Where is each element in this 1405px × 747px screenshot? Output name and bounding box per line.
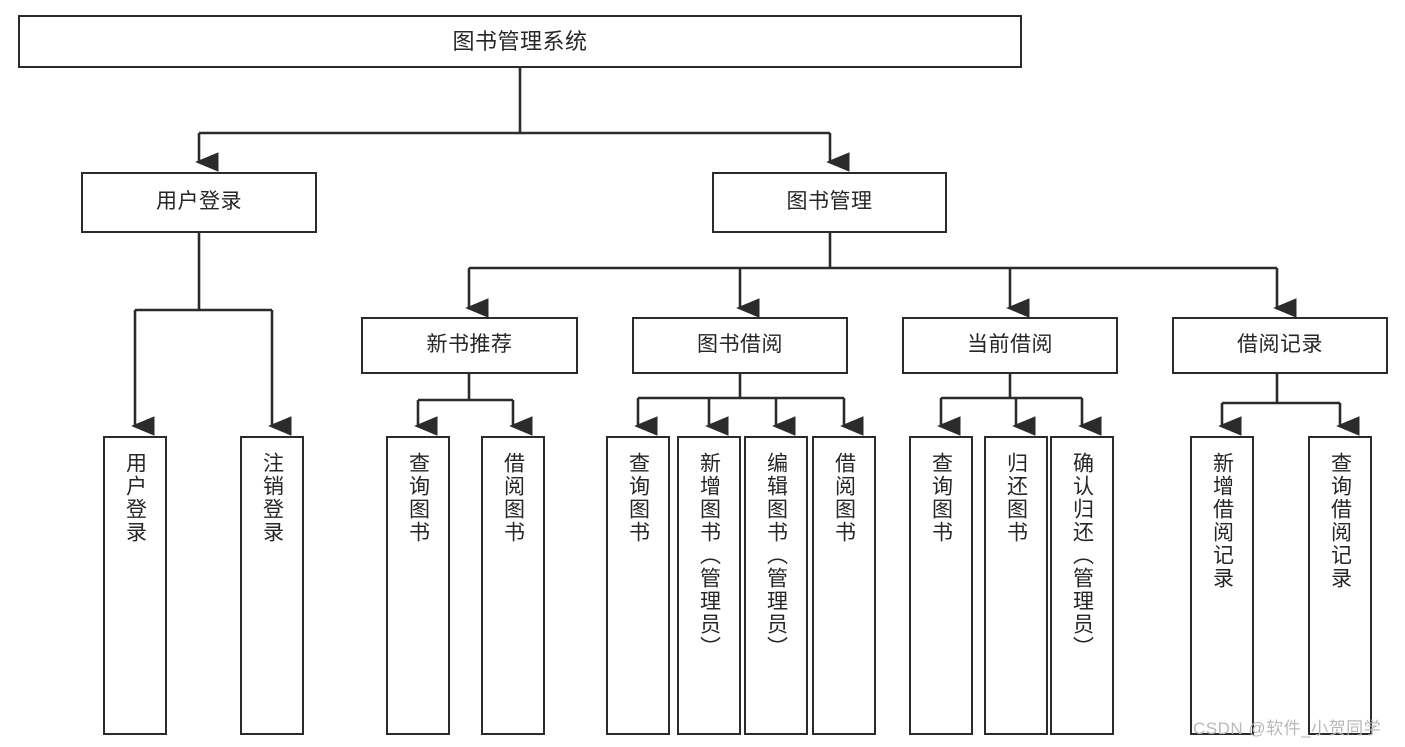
leaf-query-books-recommend[interactable]: 查询图书: [386, 436, 450, 735]
node-borrow-records[interactable]: 借阅记录: [1172, 317, 1388, 374]
leaf-query-borrow-record[interactable]: 查询借阅记录: [1308, 436, 1372, 735]
leaf-query-books-current[interactable]: 查询图书: [909, 436, 973, 735]
node-label: 注销登录: [260, 452, 284, 544]
node-label: 查询图书: [626, 452, 650, 544]
node-label: 图书借阅: [697, 333, 783, 357]
node-label: 图书管理: [786, 190, 873, 214]
node-label: 编辑图书（管理员）: [764, 452, 788, 659]
node-book-management[interactable]: 图书管理: [712, 172, 947, 233]
node-label: 用户登录: [123, 452, 147, 544]
node-label: 借阅记录: [1237, 333, 1323, 357]
node-label: 新增借阅记录: [1210, 452, 1234, 590]
node-label: 用户登录: [156, 190, 242, 214]
leaf-borrow-books-recommend[interactable]: 借阅图书: [481, 436, 545, 735]
leaf-add-borrow-record[interactable]: 新增借阅记录: [1190, 436, 1254, 735]
node-label: 归还图书: [1004, 452, 1028, 544]
leaf-logout[interactable]: 注销登录: [240, 436, 304, 735]
node-label: 借阅图书: [501, 452, 525, 544]
edges-bookmgmt-to-level3: [465, 233, 1297, 318]
node-label: 查询借阅记录: [1328, 452, 1352, 590]
node-label: 查询图书: [929, 452, 953, 544]
leaf-edit-book-admin[interactable]: 编辑图书（管理员）: [744, 436, 808, 735]
edges-userlogin-to-leaves: [131, 233, 292, 436]
leaf-confirm-return-admin[interactable]: 确认归还（管理员）: [1050, 436, 1114, 735]
csdn-watermark: CSDN @软件_小贺同学: [1193, 719, 1382, 738]
leaf-borrow-books[interactable]: 借阅图书: [812, 436, 876, 735]
node-label: 当前借阅: [967, 333, 1053, 357]
leaf-user-login[interactable]: 用户登录: [103, 436, 167, 735]
leaf-query-books-borrow[interactable]: 查询图书: [606, 436, 670, 735]
edges-root-to-level2: [195, 68, 850, 172]
edges-records-to-leaves: [1218, 374, 1360, 436]
node-user-login[interactable]: 用户登录: [81, 172, 317, 233]
leaf-return-books[interactable]: 归还图书: [984, 436, 1048, 735]
node-label: 图书管理系统: [452, 28, 588, 54]
node-label: 新书推荐: [426, 333, 513, 357]
edges-newbook-to-leaves: [414, 374, 533, 436]
node-book-borrow[interactable]: 图书借阅: [632, 317, 848, 374]
node-new-book-recommend[interactable]: 新书推荐: [361, 317, 578, 374]
node-current-borrow[interactable]: 当前借阅: [902, 317, 1118, 374]
leaf-add-book-admin[interactable]: 新增图书（管理员）: [677, 436, 741, 735]
edges-current-to-leaves: [937, 374, 1102, 436]
node-label: 确认归还（管理员）: [1070, 452, 1094, 659]
node-label: 查询图书: [406, 452, 430, 544]
node-root-system[interactable]: 图书管理系统: [18, 15, 1022, 68]
node-label: 新增图书（管理员）: [697, 452, 721, 659]
node-label: 借阅图书: [832, 452, 856, 544]
edges-borrow-to-leaves: [634, 374, 864, 436]
